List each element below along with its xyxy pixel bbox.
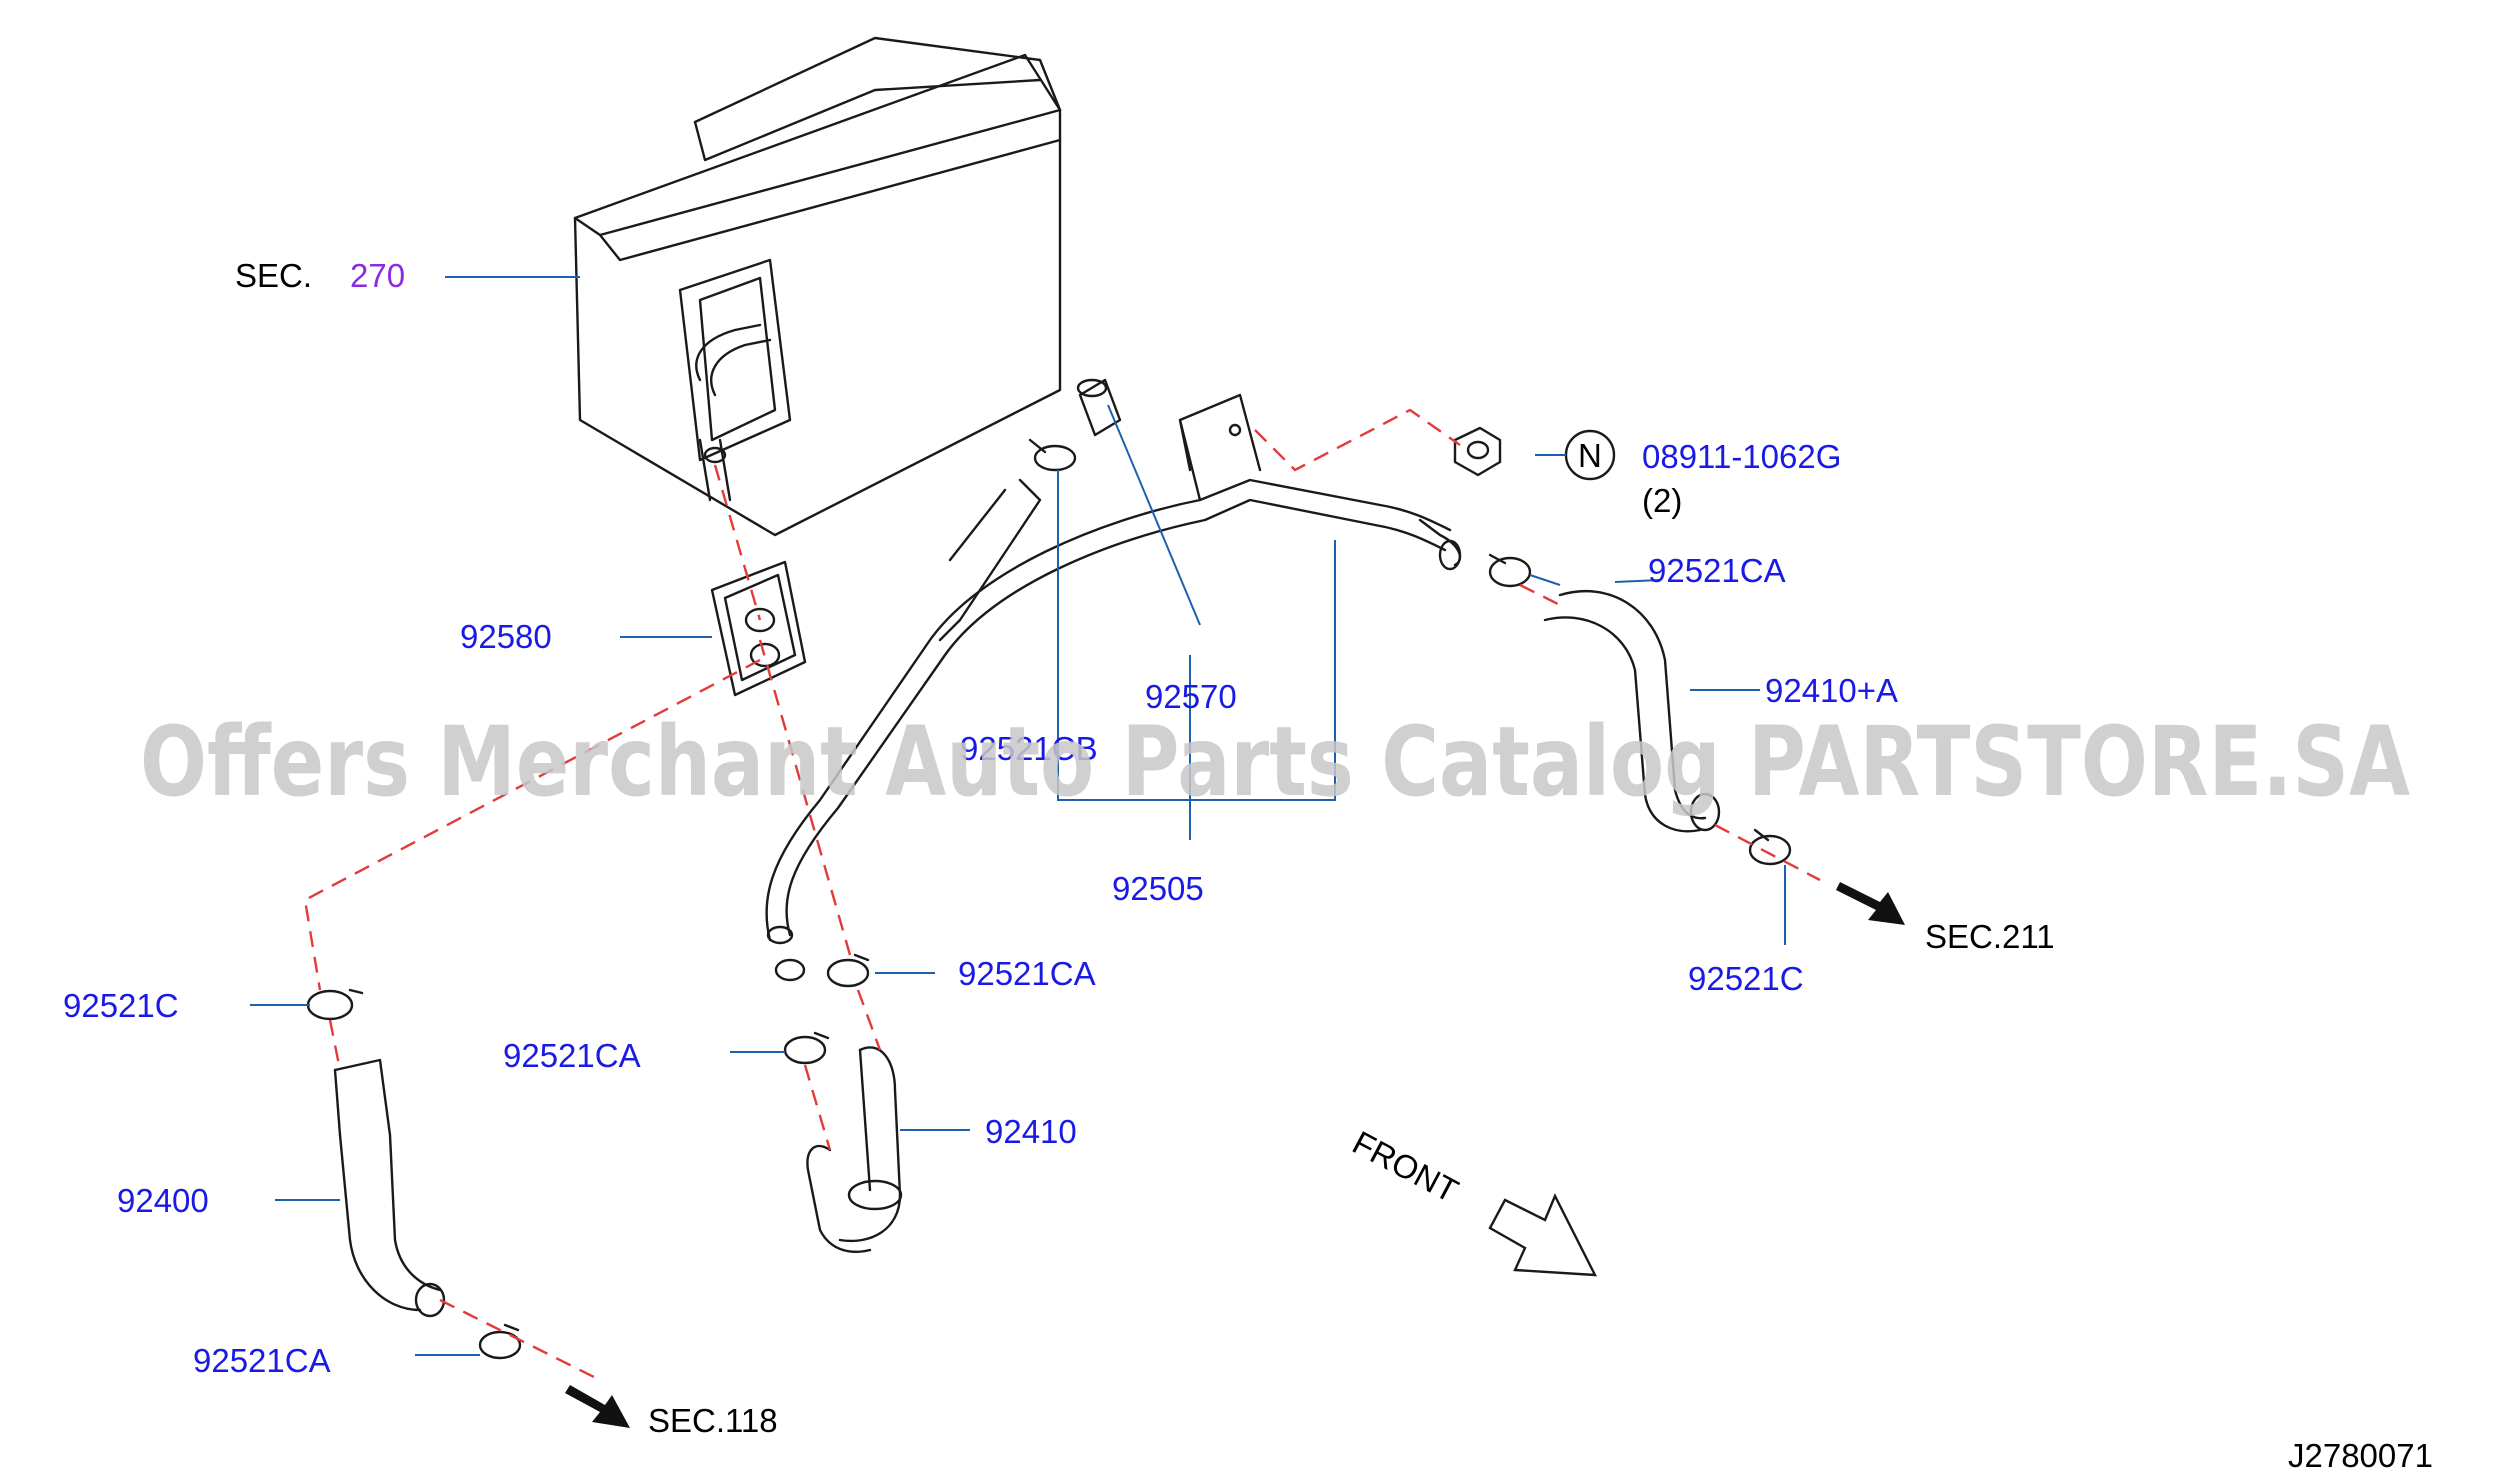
part-92570-link[interactable]: 92570: [1145, 678, 1237, 715]
sec-118-link[interactable]: SEC.118: [648, 1402, 778, 1439]
part-92410a-link[interactable]: 92410+A: [1765, 672, 1898, 709]
part-92505-link[interactable]: 92505: [1112, 870, 1204, 907]
part-92521c-left-link[interactable]: 92521C: [63, 987, 179, 1024]
grommet-92580: [710, 560, 807, 697]
nut-08911: [1453, 426, 1502, 477]
clamp-92521ca-mid2: [783, 1031, 830, 1065]
part-08911-quantity: (2): [1642, 482, 1682, 519]
heater-unit: [573, 36, 1062, 537]
clamp-92521cb: [1028, 438, 1077, 472]
nut-code-symbol: N: [1578, 437, 1602, 474]
leader-lines: [250, 276, 1786, 1356]
sec-270-prefix-label: SEC.: [235, 257, 312, 294]
watermark-text: Offers Merchant Auto Parts Catalog PARTS…: [140, 706, 2410, 818]
hose-92400: [333, 1058, 446, 1318]
clamp-92521c-left: [306, 988, 364, 1021]
heater-pipe-92505: [765, 393, 1462, 982]
part-92521ca-bottom-link[interactable]: 92521CA: [193, 1342, 331, 1379]
part-92521c-right-link[interactable]: 92521C: [1688, 960, 1804, 997]
part-92521ca-right-link[interactable]: 92521CA: [1648, 552, 1786, 589]
sec-270-link[interactable]: 270: [350, 257, 405, 294]
assembly-paths: [303, 408, 1821, 1382]
part-92521cb-link[interactable]: 92521CB: [960, 730, 1098, 767]
part-92580-link[interactable]: 92580: [460, 618, 552, 655]
sec-118-arrow-icon: [565, 1385, 630, 1428]
sec-211-arrow-icon: [1836, 882, 1905, 925]
hose-92410a: [1543, 589, 1721, 833]
clamp-92521ca-right: [1488, 553, 1532, 588]
clamp-92521ca-bottom: [478, 1323, 522, 1360]
part-92400-link[interactable]: 92400: [117, 1182, 209, 1219]
part-92521ca-mid1-link[interactable]: 92521CA: [958, 955, 1096, 992]
front-arrow-icon: [1488, 1193, 1598, 1277]
cap-92570: [1076, 378, 1122, 437]
part-92521ca-mid2-link[interactable]: 92521CA: [503, 1037, 641, 1074]
clamp-92521c-right: [1748, 828, 1792, 866]
front-direction-label: FRONT: [1347, 1124, 1465, 1210]
diagram-id-label: J2780071: [2288, 1437, 2433, 1474]
sec-211-link[interactable]: SEC.211: [1925, 918, 2055, 955]
part-92410-link[interactable]: 92410: [985, 1113, 1077, 1150]
hose-92410: [806, 1046, 903, 1253]
clamp-92521ca-mid1: [826, 953, 870, 988]
part-08911-1062g-link[interactable]: 08911-1062G: [1642, 438, 1841, 475]
